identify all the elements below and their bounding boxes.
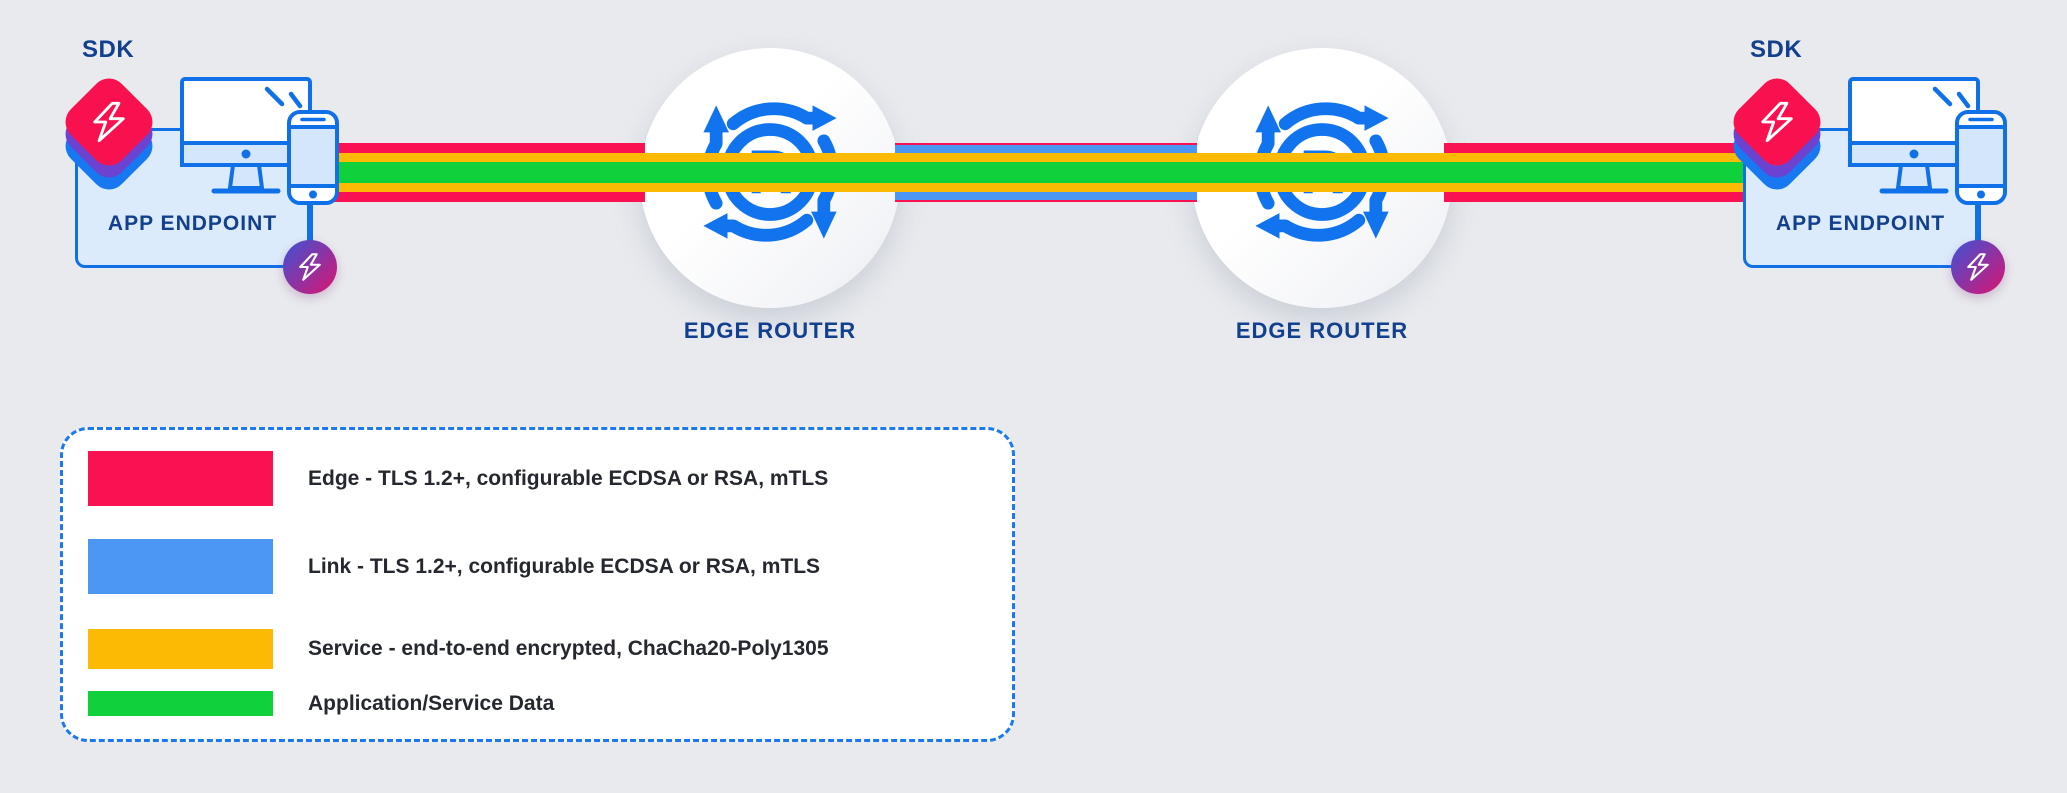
edge-router-label-left: EDGE ROUTER [683,318,857,343]
ziti-bolt-icon [93,101,125,143]
legend-swatch-service [88,629,273,669]
service-band-bottom [315,183,1743,192]
edge-band-left-bottom [315,192,645,202]
legend-row-data: Application/Service Data [88,691,992,716]
phone-icon [1955,110,2007,205]
legend-label-edge: Edge - TLS 1.2+, configurable ECDSA or R… [308,466,829,490]
sdk-stack-icon [58,71,160,198]
legend-row-link: Link - TLS 1.2+, configurable ECDSA or R… [88,539,992,594]
ziti-bolt-icon [1761,101,1793,143]
link-band-top [895,145,1197,153]
phone-icon [287,110,339,205]
edge-band-right-bottom [1444,192,1743,202]
sdk-label-right: SDK [1750,36,1803,63]
signal-marks-icon [264,86,303,109]
legend-swatch-edge [88,451,273,506]
signal-marks-icon [1932,86,1971,109]
legend-label-link: Link - TLS 1.2+, configurable ECDSA or R… [308,554,821,578]
legend-label-data: Application/Service Data [308,691,555,715]
service-band-top [315,153,1743,162]
edge-band-right-top [1444,143,1743,153]
legend-box: Edge - TLS 1.2+, configurable ECDSA or R… [60,427,1015,742]
ziti-bolt-icon [1967,253,1989,281]
sdk-stack-icon [1726,71,1828,198]
sdk-label-left: SDK [82,36,135,63]
ziti-badge [283,240,337,294]
data-band [315,162,1743,183]
legend-row-service: Service - end-to-end encrypted, ChaCha20… [88,629,992,669]
legend-swatch-link [88,539,273,594]
link-band-bottom [895,192,1197,200]
ziti-bolt-icon [299,253,321,281]
badge-connector-line [1978,200,1981,245]
edge-router-label-right: EDGE ROUTER [1235,318,1409,343]
legend-label-service: Service - end-to-end encrypted, ChaCha20… [308,637,829,660]
ziti-badge [1951,240,2005,294]
app-endpoint-label-left: APP ENDPOINT [107,212,278,235]
badge-connector-line [310,200,313,245]
legend-row-edge: Edge - TLS 1.2+, configurable ECDSA or R… [88,451,992,506]
app-endpoint-label-right: APP ENDPOINT [1775,212,1946,235]
edge-band-left-top [315,143,645,153]
legend-swatch-data [88,691,273,716]
